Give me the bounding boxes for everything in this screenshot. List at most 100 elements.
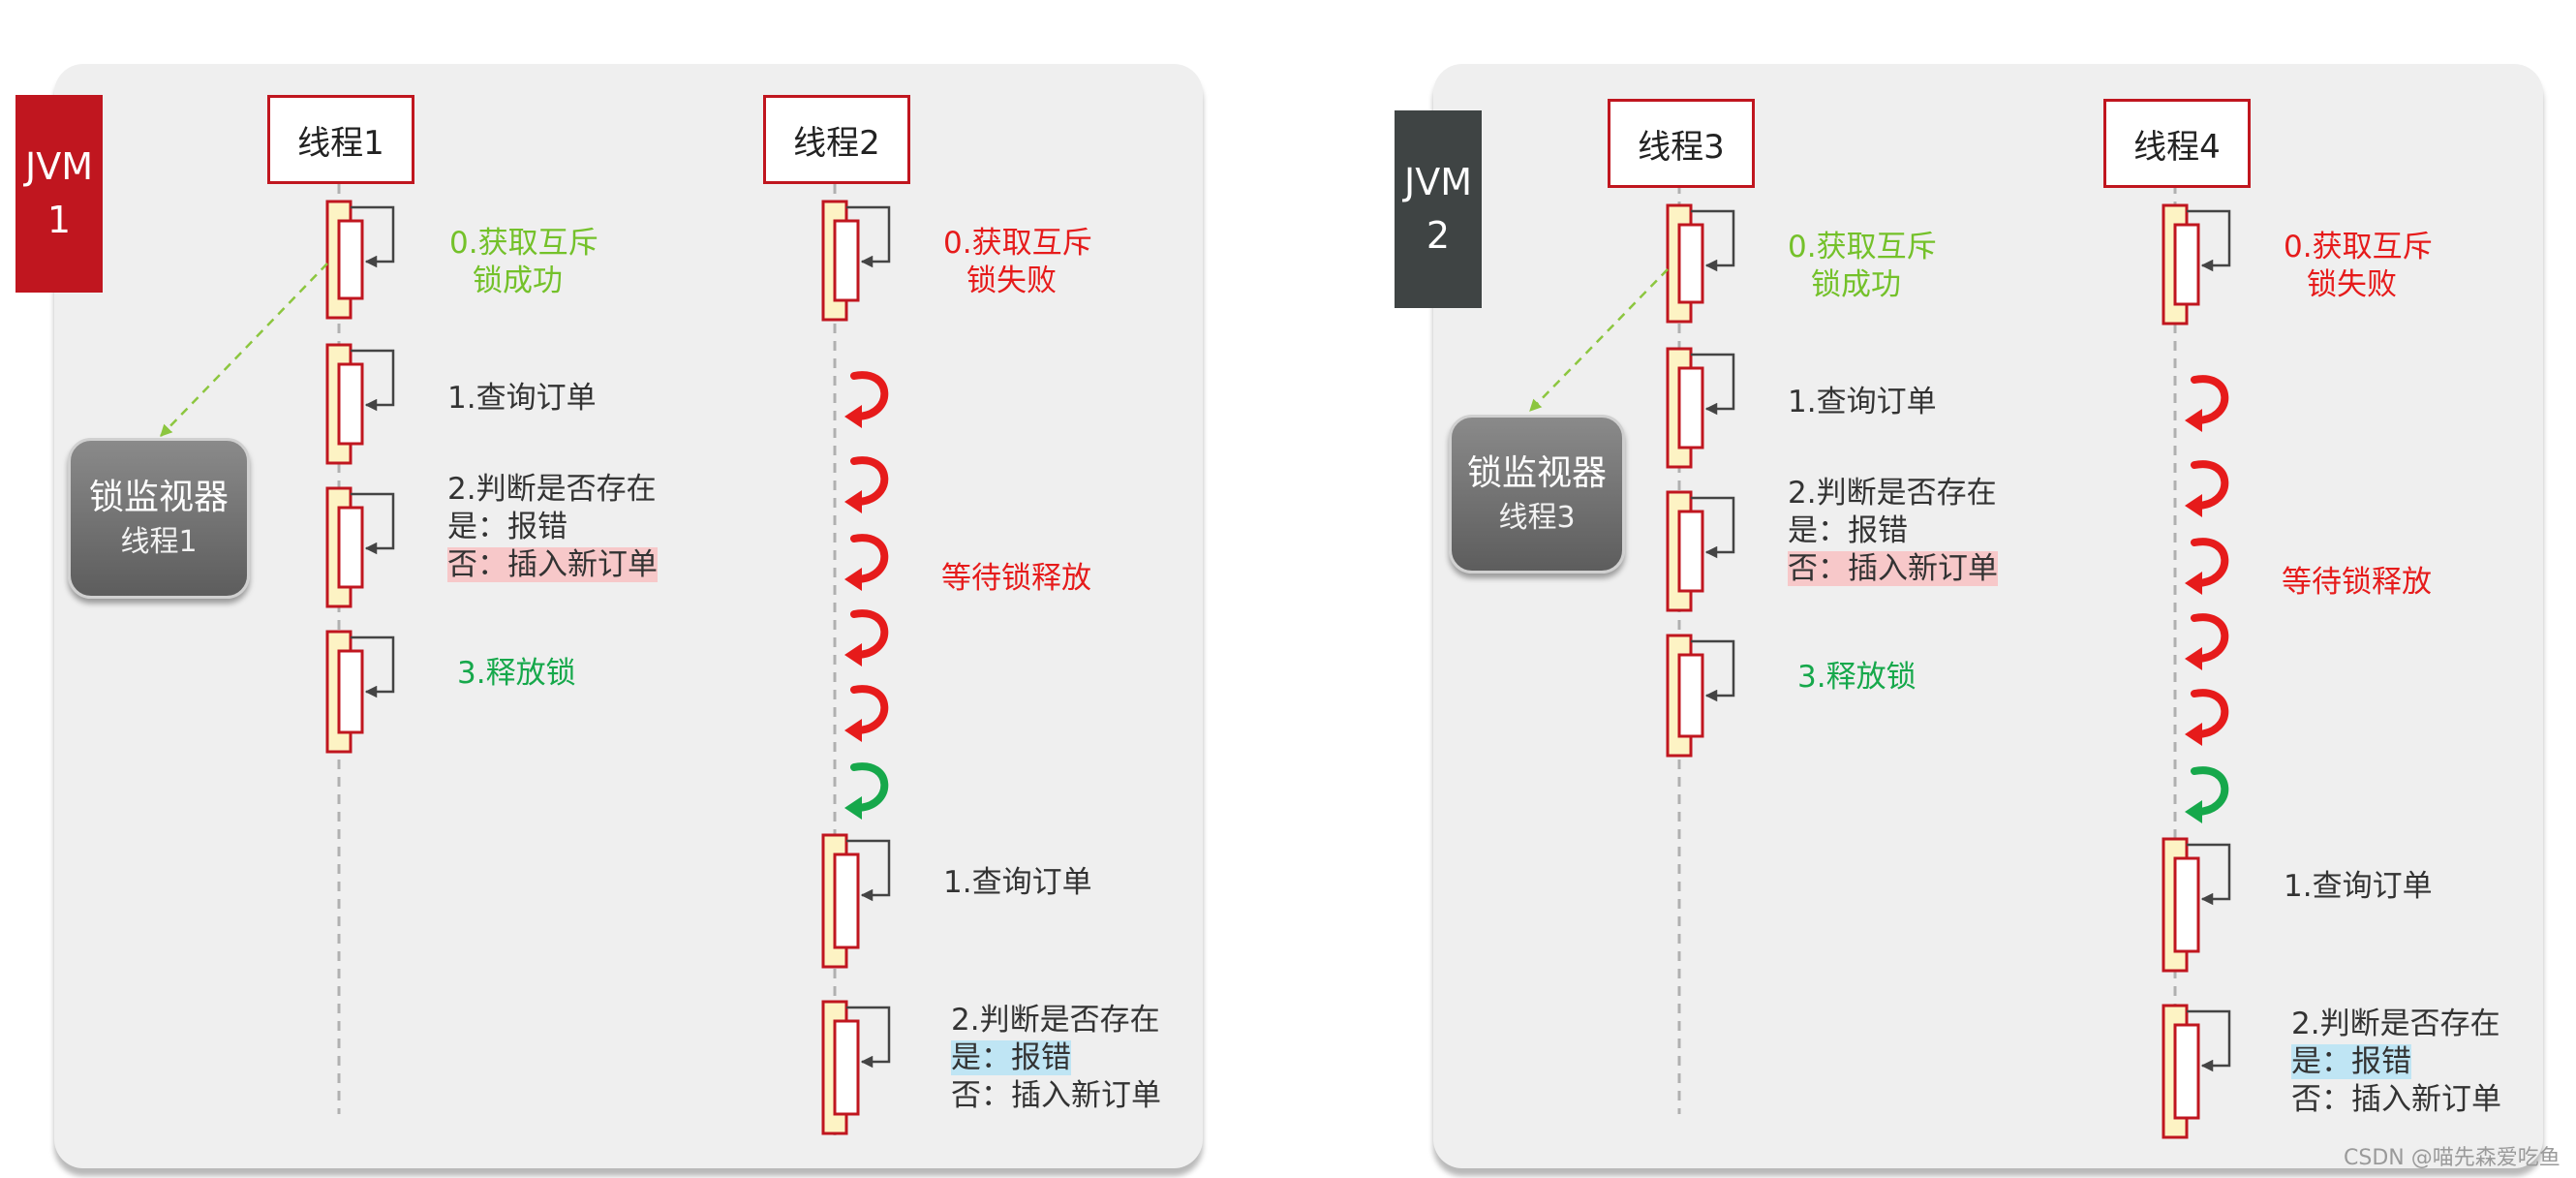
thread1-step0: 0.获取互斥 锁成功 [449, 225, 598, 300]
jvm1-label-line1: JVM [25, 144, 93, 188]
thread3-step2-line1: 2.判断是否存在 [1788, 476, 1997, 511]
jvm2-thread-b-activation-1-inner [2173, 856, 2200, 953]
lock-monitor-2: 锁监视器 线程3 [1449, 415, 1625, 574]
jvm1-label-line2: 1 [46, 199, 72, 241]
jvm1-thread-b-activation-0-inner [833, 219, 860, 302]
jvm1-thread-a-activation-1-inner [337, 362, 364, 446]
thread3-box: 线程3 [1608, 99, 1755, 188]
jvm1-wait-arrow-1-head [844, 490, 862, 513]
jvm2-thread-a-activation-0-self-call-arrow [1691, 209, 1735, 272]
thread2-name: 线程2 [793, 123, 880, 163]
thread2-step1: 1.查询订单 [943, 865, 1092, 900]
jvm2-thread-a-activation-3-inner [1677, 653, 1704, 738]
thread3-step3: 3.释放锁 [1797, 660, 1917, 695]
thread4-wait: 等待锁释放 [2282, 565, 2432, 600]
jvm2-panel [1433, 64, 2543, 1168]
jvm1-wait-arrow-4-head [844, 719, 862, 742]
jvm1-wait-arrow-0-head [844, 405, 862, 428]
lock-monitor-1-title: 锁监视器 [88, 477, 229, 517]
jvm1-panel [54, 64, 1203, 1168]
jvm2-wait-arrow-4 [2191, 689, 2229, 738]
jvm2-wait-arrow-3 [2191, 613, 2229, 663]
jvm2-thread-a-activation-2-inner [1677, 510, 1704, 593]
jvm2-wait-arrow-1 [2191, 460, 2229, 510]
jvm1-thread-a-activation-3-self-call-arrow [351, 636, 395, 698]
thread1-step1: 1.查询订单 [447, 381, 597, 416]
jvm2-thread-a-activation-1-self-call-arrow [1691, 353, 1735, 416]
thread1-step2-line2: 是：报错 [447, 509, 567, 544]
jvm1-wait-arrow-2 [850, 534, 889, 583]
jvm1-wait-arrow-0 [850, 371, 889, 420]
thread1-box: 线程1 [267, 95, 414, 184]
thread1-step2-line1: 2.判断是否存在 [447, 472, 657, 507]
jvm2-thread-a-activation-1-inner [1677, 366, 1704, 450]
thread2-step0: 0.获取互斥 锁失败 [943, 225, 1092, 300]
jvm2-thread-a-activation-2-self-call-arrow [1691, 496, 1735, 559]
jvm2-wait-arrow-1-head [2185, 494, 2202, 517]
thread1-step2-line3: 否：插入新订单 [447, 546, 658, 584]
jvm1-lock-acquire-arrow [160, 263, 328, 437]
jvm2-thread-b-activation-0-inner [2173, 223, 2200, 306]
thread1-name: 线程1 [297, 123, 384, 163]
thread4-step0-line2: 锁失败 [2307, 266, 2397, 302]
watermark: CSDN @喵先森爱吃鱼 [2344, 1146, 2561, 1170]
thread4-step2: 2.判断是否存在 是：报错 否：插入新订单 [2291, 1006, 2501, 1118]
jvm1-thread-a-activation-2-self-call-arrow [351, 492, 395, 555]
thread3-step2-line3-text: 否：插入新订单 [1788, 550, 1998, 586]
thread4-step0: 0.获取互斥 锁失败 [2284, 229, 2433, 304]
thread2-step2-line2-text: 是：报错 [951, 1039, 1071, 1075]
jvm1-wait-arrow-3-head [844, 643, 862, 666]
jvm2-wait-arrow-0-head [2185, 409, 2202, 432]
jvm2-thread-b-activation-2-inner [2173, 1023, 2200, 1120]
jvm1-thread-a-activation-1-self-call-arrow [351, 349, 395, 412]
jvm1-wait-arrow-1 [850, 456, 889, 506]
thread2-wait: 等待锁释放 [941, 561, 1091, 596]
jvm1-thread-a-activation-3-inner [337, 649, 364, 734]
thread1-step0-line2: 锁成功 [473, 263, 563, 298]
thread4-step1: 1.查询订单 [2284, 869, 2433, 904]
jvm2-wait-arrow-4-head [2185, 723, 2202, 746]
jvm1-wait-arrow-3 [850, 609, 889, 659]
thread2-step0-line2: 锁失败 [966, 263, 1057, 298]
jvm1-label: JVM 1 [15, 95, 103, 293]
thread3-step0-line2: 锁成功 [1811, 266, 1901, 302]
thread4-step2-line1: 2.判断是否存在 [2291, 1007, 2500, 1041]
jvm2-thread-a-activation-0-inner [1677, 223, 1704, 304]
thread3-step2-line2: 是：报错 [1788, 512, 1908, 548]
thread4-step2-line3: 否：插入新订单 [2291, 1081, 2501, 1117]
thread3-name: 线程3 [1638, 127, 1725, 167]
lock-monitor-2-title: 锁监视器 [1466, 452, 1607, 493]
jvm1-thread-b-activation-2-inner [833, 1019, 860, 1116]
jvm1-thread-a-activation-0-inner [337, 219, 364, 300]
thread1-step2: 2.判断是否存在 是：报错 否：插入新订单 [447, 471, 658, 583]
jvm2-wait-arrow-5 [2191, 766, 2229, 816]
jvm1-wait-arrow-5-head [844, 796, 862, 820]
thread2-step2: 2.判断是否存在 是：报错 否：插入新订单 [951, 1002, 1161, 1114]
jvm1-thread-a-activation-0-self-call-arrow [351, 205, 395, 268]
thread3-step1: 1.查询订单 [1788, 385, 1937, 419]
thread4-box: 线程4 [2103, 99, 2251, 188]
jvm2-wait-arrow-3-head [2185, 647, 2202, 670]
thread4-name: 线程4 [2133, 127, 2221, 167]
thread3-step2-line3: 否：插入新订单 [1788, 550, 1998, 588]
lock-monitor-2-owner: 线程3 [1498, 501, 1576, 536]
jvm2-thread-b-activation-1-self-call-arrow [2187, 843, 2231, 906]
jvm2-thread-a-activation-3-self-call-arrow [1691, 639, 1735, 702]
lock-monitor-1: 锁监视器 线程1 [68, 438, 250, 599]
jvm2-wait-arrow-2 [2191, 538, 2229, 587]
thread2-step0-line1: 0.获取互斥 [943, 226, 1092, 261]
jvm2-lock-acquire-arrow [1529, 268, 1669, 412]
jvm2-thread-b-activation-0-self-call-arrow [2187, 209, 2231, 272]
jvm1-thread-a-activation-2-inner [337, 506, 364, 589]
thread2-step2-line2: 是：报错 [951, 1039, 1161, 1077]
thread2-step2-line3: 否：插入新订单 [951, 1077, 1161, 1113]
thread4-step2-line2-text: 是：报错 [2291, 1043, 2411, 1079]
thread2-step2-line1: 2.判断是否存在 [951, 1003, 1160, 1038]
thread1-step0-line1: 0.获取互斥 [449, 226, 598, 261]
jvm1-thread-b-activation-1-self-call-arrow [846, 839, 891, 902]
jvm1-thread-b-activation-2-self-call-arrow [846, 1006, 891, 1069]
thread1-step3: 3.释放锁 [457, 656, 576, 691]
jvm2-wait-arrow-5-head [2185, 800, 2202, 823]
thread2-box: 线程2 [763, 95, 910, 184]
jvm2-thread-b-activation-2-self-call-arrow [2187, 1009, 2231, 1072]
